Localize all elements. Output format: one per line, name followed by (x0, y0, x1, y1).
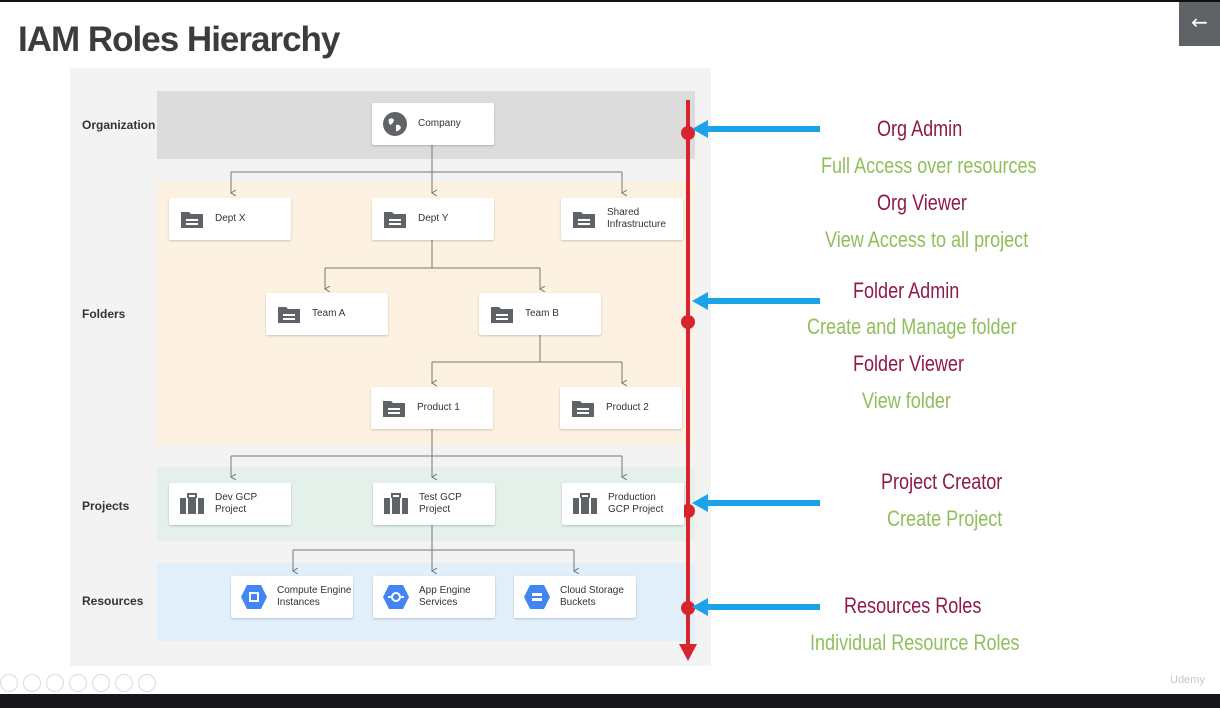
screen-icon[interactable] (115, 674, 133, 692)
cloud-storage-icon (514, 584, 560, 610)
node-team-a: Team A (266, 293, 388, 335)
node-company-label: Company (418, 118, 461, 129)
node-dept-x-label: Dept X (215, 213, 246, 224)
folder-icon (479, 304, 525, 324)
level-label-folders: Folders (82, 307, 126, 321)
node-test-project-label: Test GCP Project (419, 492, 462, 515)
node-cloud-storage-label: Cloud Storage Buckets (560, 585, 624, 608)
node-app-engine: App Engine Services (373, 576, 495, 618)
prev-slide-icon[interactable] (0, 674, 18, 692)
role-org-admin: Org Admin (877, 116, 963, 141)
node-dev-project-label: Dev GCP Project (215, 492, 258, 515)
level-label-projects: Projects (82, 499, 130, 513)
back-button[interactable]: ← (1179, 2, 1220, 46)
back-arrow-icon: ← (1191, 10, 1208, 34)
pen-icon[interactable] (46, 674, 64, 692)
node-shared-infrastructure: Shared Infrastructure (561, 198, 683, 240)
zoom-icon[interactable] (92, 674, 110, 692)
node-team-a-label: Team A (312, 308, 346, 319)
node-dept-y-label: Dept Y (418, 213, 449, 224)
app-engine-icon (373, 584, 419, 610)
role-folder-admin-desc: Create and Manage folder (807, 314, 1017, 339)
role-folder-admin: Folder Admin (853, 278, 960, 303)
node-production-project-label: Production GCP Project (608, 492, 664, 515)
node-compute-engine: Compute Engine Instances (231, 576, 353, 618)
player-controls (0, 674, 156, 692)
role-resources-roles: Resources Roles (844, 593, 982, 618)
node-team-b: Team B (479, 293, 601, 335)
node-product-1: Product 1 (371, 387, 493, 429)
node-test-project: Test GCP Project (373, 483, 495, 525)
folder-icon (266, 304, 312, 324)
folder-icon (560, 398, 606, 418)
briefcase-icon (169, 493, 215, 515)
folder-icon (371, 398, 417, 418)
level-label-organization: Organization (82, 118, 156, 132)
top-border (0, 0, 1220, 2)
role-org-viewer: Org Viewer (877, 190, 967, 215)
node-product-2-label: Product 2 (606, 402, 649, 413)
node-dev-project: Dev GCP Project (169, 483, 291, 525)
role-org-admin-desc: Full Access over resources (821, 153, 1037, 178)
folder-icon (372, 209, 418, 229)
briefcase-icon (562, 493, 608, 515)
node-compute-engine-label: Compute Engine Instances (277, 585, 352, 608)
node-team-b-label: Team B (525, 308, 559, 319)
role-org-viewer-desc: View Access to all project (825, 227, 1029, 252)
role-folder-viewer: Folder Viewer (853, 351, 964, 376)
role-resources-roles-desc: Individual Resource Roles (810, 630, 1020, 655)
node-product-2: Product 2 (560, 387, 682, 429)
udemy-watermark: Udemy (1170, 674, 1205, 686)
next-slide-icon[interactable] (23, 674, 41, 692)
folder-icon (561, 209, 607, 229)
node-dept-x: Dept X (169, 198, 291, 240)
node-shared-infrastructure-label: Shared Infrastructure (607, 207, 666, 230)
copy-icon[interactable] (69, 674, 87, 692)
node-product-1-label: Product 1 (417, 402, 460, 413)
node-dept-y: Dept Y (372, 198, 494, 240)
globe-icon (372, 111, 418, 137)
node-cloud-storage: Cloud Storage Buckets (514, 576, 636, 618)
node-production-project: Production GCP Project (562, 483, 684, 525)
compute-engine-icon (231, 584, 277, 610)
node-company: Company (372, 103, 494, 145)
role-project-creator-desc: Create Project (887, 506, 1003, 531)
role-folder-viewer-desc: View folder (862, 388, 951, 413)
node-app-engine-label: App Engine Services (419, 585, 471, 608)
level-label-resources: Resources (82, 594, 144, 608)
bottom-bar (0, 694, 1220, 708)
role-project-creator: Project Creator (881, 469, 1003, 494)
slide-title: IAM Roles Hierarchy (18, 20, 340, 59)
briefcase-icon (373, 493, 419, 515)
more-options-icon[interactable] (138, 674, 156, 692)
folder-icon (169, 209, 215, 229)
